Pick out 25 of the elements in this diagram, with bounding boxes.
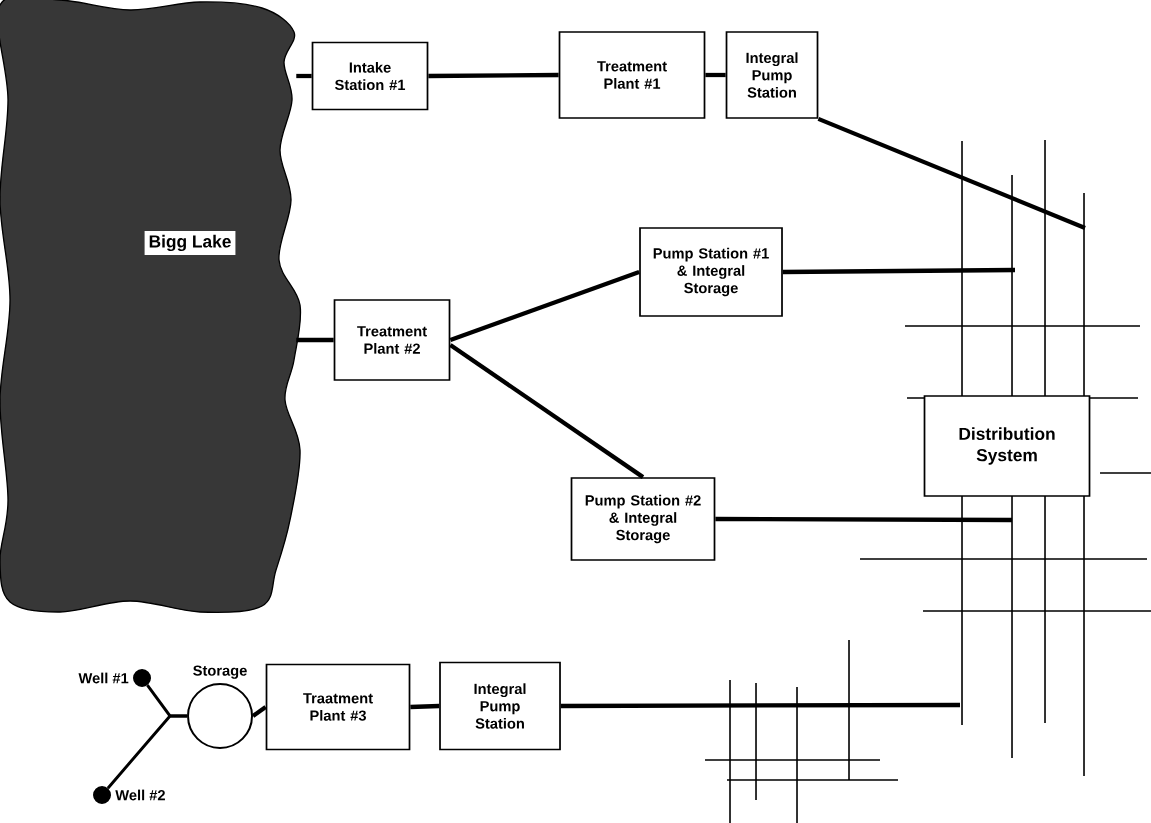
process-box: Treatment Plant #2 [333,299,451,381]
pipe-line [106,714,187,790]
pipe-line [296,73,312,79]
pipe-line [715,516,1012,523]
process-box: Integral Pump Station [725,31,819,119]
pipe-line [296,337,334,343]
node-label: Well #1 [78,672,129,684]
pipe-line [782,267,1016,275]
pipe-line [410,703,440,710]
process-box: Treatment Plant #1 [558,31,706,119]
node-label: Well #2 [115,789,165,801]
pipe-line [449,343,645,479]
process-box: Pump Station #1 & Integral Storage [639,227,783,317]
process-box: Intake Station #1 [311,41,429,111]
pipe-line [705,72,726,78]
process-box: Integral Pump Station [439,661,561,751]
pipe-line [428,72,559,79]
pipe-line [560,702,961,709]
pipe-line [449,270,640,342]
pipe-line [817,116,1086,230]
pipe-line [251,705,267,718]
process-box: Pump Station #2 & Integral Storage [570,477,716,561]
process-box: Traatment Plant #3 [265,663,411,751]
process-box: Distribution System [923,395,1091,497]
node-label: Storage [193,665,247,679]
